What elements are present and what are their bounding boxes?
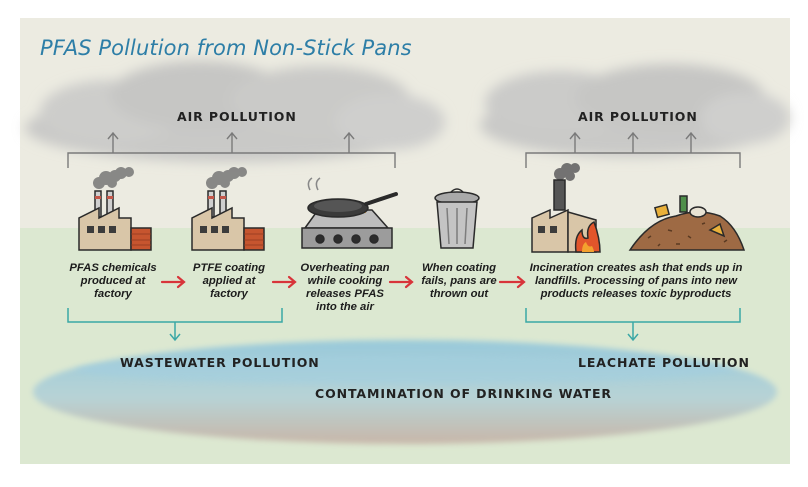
trash-can-icon xyxy=(434,188,480,249)
leachate-pollution-label: LEACHATE POLLUTION xyxy=(578,355,750,370)
flow-arrows xyxy=(160,275,526,289)
cloud-left xyxy=(25,61,445,162)
arrow-step2-step3 xyxy=(271,275,297,289)
step-4-caption: When coating fails, pans are thrown out xyxy=(421,262,497,300)
step-5-caption: Incineration creates ash that ends up in… xyxy=(529,262,743,300)
arrow-step3-step4 xyxy=(388,275,414,289)
wastewater-bracket xyxy=(67,308,283,342)
step-2-caption: PTFE coating applied at factory xyxy=(192,262,266,300)
water-body xyxy=(33,340,777,444)
drinking-water-contamination-label: CONTAMINATION OF DRINKING WATER xyxy=(315,386,612,401)
wastewater-pollution-label: WASTEWATER POLLUTION xyxy=(120,355,320,370)
factory-icon xyxy=(78,167,152,251)
landfill-icon xyxy=(628,195,746,251)
arrow-step4-step5 xyxy=(498,275,526,289)
stove-pan-icon xyxy=(301,177,398,249)
air-pollution-right-label: AIR POLLUTION xyxy=(578,109,698,124)
incinerator-icon xyxy=(531,163,601,253)
air-pollution-left-label: AIR POLLUTION xyxy=(177,109,297,124)
factory-icon xyxy=(191,167,265,251)
step-1-caption: PFAS chemicals produced at factory xyxy=(69,262,157,300)
air-bracket-left xyxy=(67,131,396,168)
page-title: PFAS Pollution from Non-Stick Pans xyxy=(40,36,412,60)
air-bracket-right xyxy=(525,131,741,168)
cloud-right xyxy=(480,64,790,157)
step-3-caption: Overheating pan while cooking releases P… xyxy=(300,262,390,313)
arrow-step1-step2 xyxy=(160,275,186,289)
leachate-bracket xyxy=(525,308,741,342)
